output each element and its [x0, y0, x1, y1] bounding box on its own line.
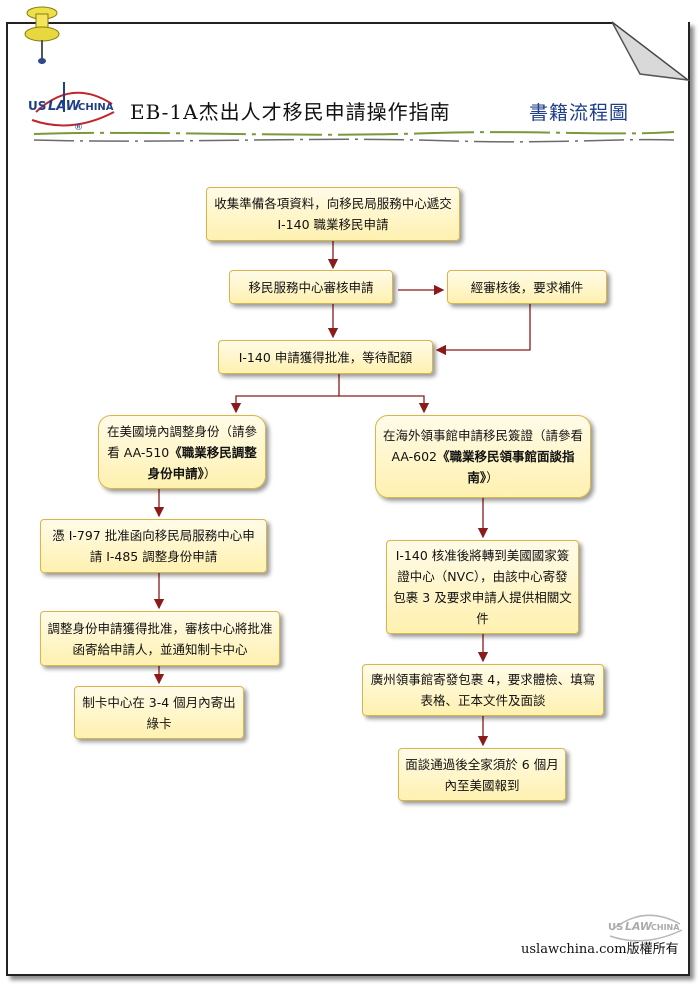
step-green-card-mailed: 制卡中心在 3-4 個月內寄出綠卡 [74, 686, 244, 739]
registered-mark: ® [74, 123, 83, 133]
decorative-divider [34, 131, 674, 143]
step-request-evidence: 經審核後，要求補件 [447, 270, 607, 304]
step-adjustment-approved: 調整身份申請獲得批准，審核中心將批准函寄給申請人，並通知制卡中心 [40, 611, 280, 666]
step-adjust-status: 在美國境內調整身份（請參看 AA-510《職業移民調整身份申請》） [98, 415, 266, 489]
page-title: EB-1A杰出人才移民申請操作指南 [130, 100, 451, 124]
step-nvc-transfer: I-140 核准後將轉到美國國家簽證中心（NVC），由該中心寄發包裹 3 及要求… [386, 540, 579, 634]
pushpin-icon [24, 6, 60, 64]
step-file-i485: 憑 I-797 批准函向移民局服務中心申請 I-485 調整身份申請 [40, 519, 267, 573]
step-guangzhou-interview: 廣州領事館寄發包裹 4，要求體檢、填寫表格、正本文件及面談 [362, 664, 604, 716]
step-consular-processing: 在海外領事館申請移民簽證（請參看 AA-602《職業移民領事館面談指南》） [375, 415, 591, 498]
svg-text:CHINA: CHINA [651, 923, 680, 932]
uslawchina-logo: US LAW CHINA ® [28, 82, 115, 133]
step-i140-approved: I-140 申請獲得批准，等待配額 [218, 340, 433, 374]
step-report-to-us: 面談通過後全家須於 6 個月內至美國報到 [398, 748, 566, 801]
step-submit-i140: 收集準備各項資料，向移民局服務中心遞交 I-140 職業移民申請 [206, 187, 460, 241]
svg-text:US: US [28, 99, 46, 113]
step-service-center-review: 移民服務中心審核申請 [229, 270, 393, 304]
svg-text:CHINA: CHINA [78, 102, 114, 113]
uslawchina-watermark-logo: US LAW CHINA [608, 914, 683, 942]
svg-text:US: US [608, 922, 623, 933]
copyright-footer: uslawchina.com版權所有 [521, 942, 679, 957]
svg-text:LAW: LAW [625, 920, 653, 933]
page-subtitle: 書籍流程圖 [529, 102, 630, 124]
document-page [6, 22, 690, 976]
